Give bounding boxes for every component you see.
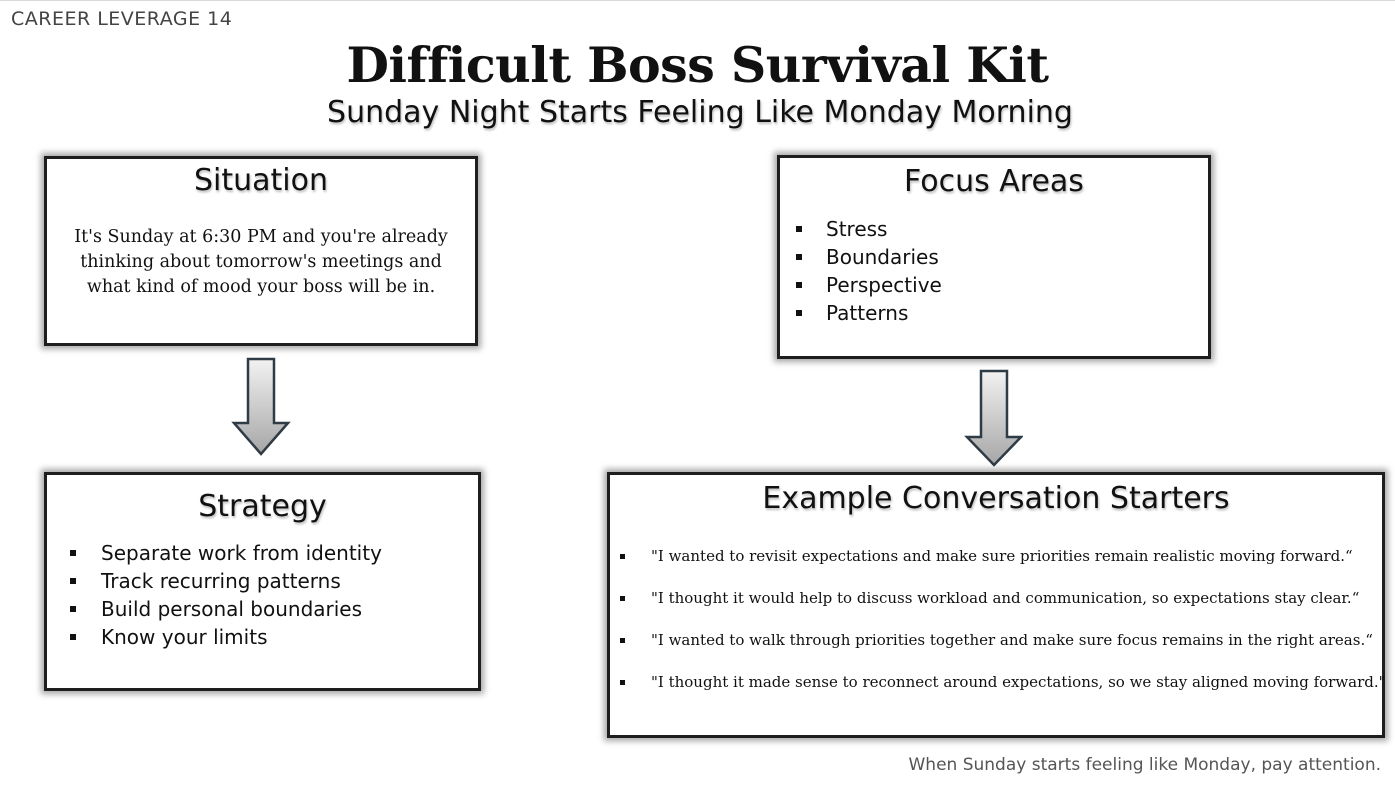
list-item: Perspective: [793, 271, 1193, 299]
strategy-box: Strategy Separate work from identity Tra…: [44, 472, 481, 691]
list-item: "I wanted to revisit expectations and ma…: [620, 546, 1380, 588]
top-divider: [0, 0, 1395, 1]
list-item: Know your limits: [67, 623, 467, 651]
down-arrow-icon: [964, 369, 1023, 467]
list-item: "I wanted to walk through priorities tog…: [620, 630, 1380, 672]
situation-box: Situation It's Sunday at 6:30 PM and you…: [44, 156, 478, 346]
list-item: Boundaries: [793, 243, 1193, 271]
strategy-list: Separate work from identity Track recurr…: [67, 539, 467, 651]
conversation-starters-list: "I wanted to revisit expectations and ma…: [620, 546, 1386, 714]
strategy-heading: Strategy: [198, 489, 327, 524]
list-item: Separate work from identity: [67, 539, 467, 567]
list-item: Patterns: [793, 299, 1193, 327]
focus-areas-box: Focus Areas Stress Boundaries Perspectiv…: [777, 155, 1211, 359]
list-item: "I thought it would help to discuss work…: [620, 588, 1380, 630]
list-item: Track recurring patterns: [67, 567, 467, 595]
footer-tagline: When Sunday starts feeling like Monday, …: [908, 755, 1382, 775]
situation-text: It's Sunday at 6:30 PM and you're alread…: [74, 227, 448, 297]
situation-heading: Situation: [193, 163, 328, 198]
conversation-starters-heading: Example Conversation Starters: [762, 481, 1230, 516]
focus-areas-list: Stress Boundaries Perspective Patterns: [793, 215, 1193, 327]
list-item: Build personal boundaries: [67, 595, 467, 623]
series-label: CAREER LEVERAGE 14: [11, 8, 233, 30]
down-arrow-icon: [231, 357, 291, 456]
list-item: Stress: [793, 215, 1193, 243]
list-item: "I thought it made sense to reconnect ar…: [620, 672, 1386, 714]
focus-areas-heading: Focus Areas: [904, 164, 1084, 199]
page-subtitle: Sunday Night Starts Feeling Like Monday …: [327, 95, 1073, 130]
page-title: Difficult Boss Survival Kit: [346, 36, 1049, 94]
conversation-starters-box: Example Conversation Starters "I wanted …: [607, 472, 1386, 738]
